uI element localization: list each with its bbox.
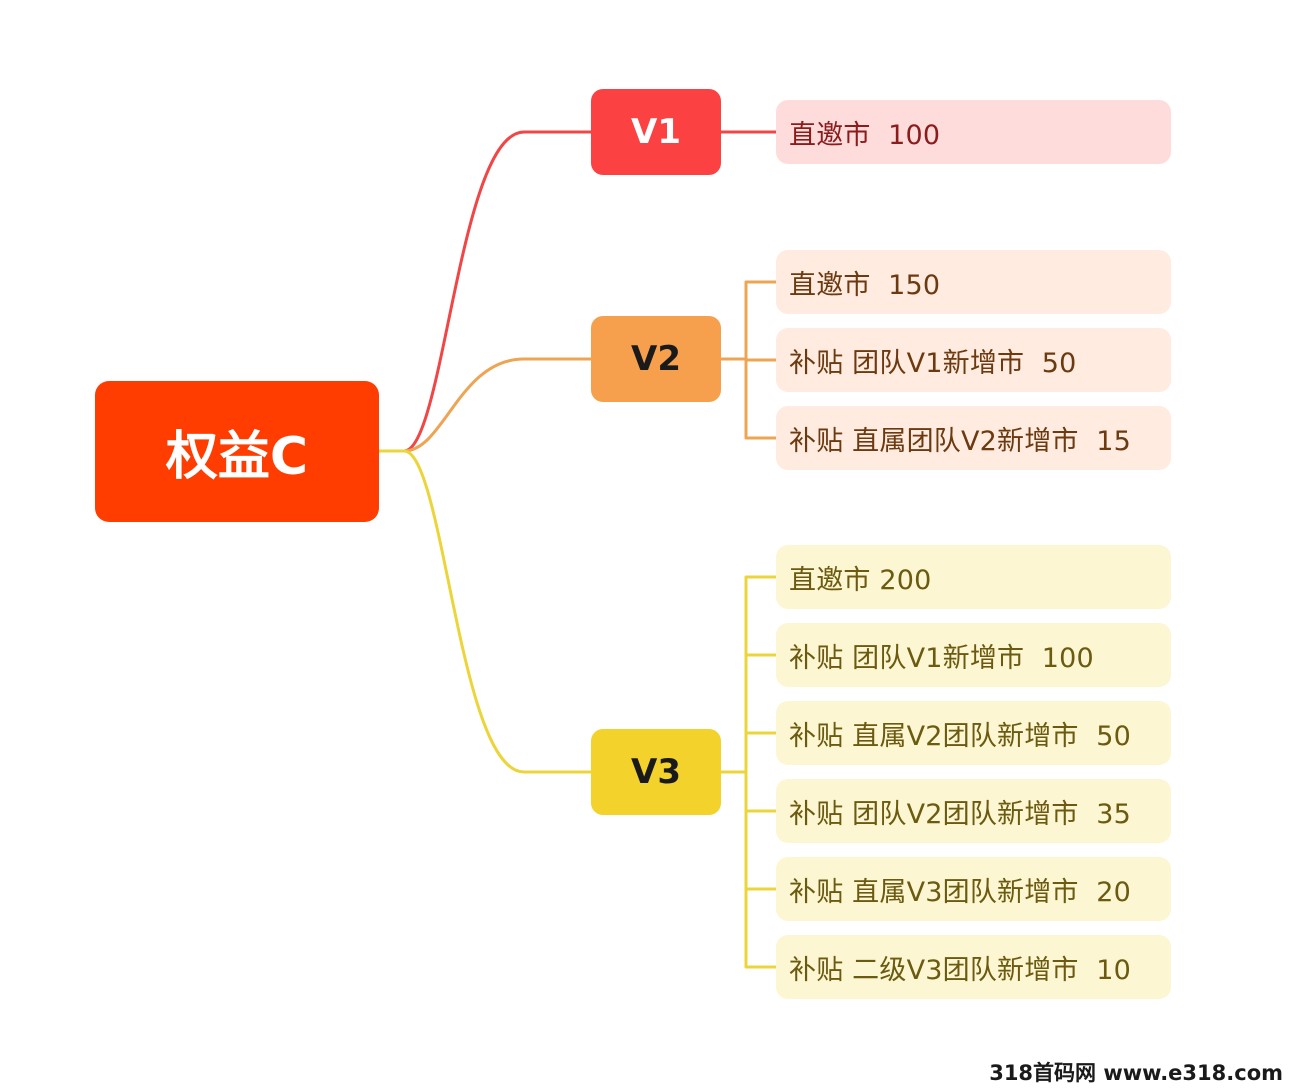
leaf-label: 补贴 直属V3团队新增市 20 — [789, 876, 1131, 908]
leaf-node[interactable]: 补贴 团队V2团队新增市 35 — [776, 779, 1171, 843]
leaf-label: 补贴 团队V1新增市 50 — [789, 347, 1077, 379]
connector-branch-leaf — [744, 357, 778, 440]
leaf-label: 直邀市 100 — [789, 119, 941, 151]
watermark: 318首码网 www.e318.com — [989, 1061, 1283, 1085]
connector-branch-leaf — [744, 770, 778, 891]
root-label: 权益C — [165, 427, 309, 487]
branch-label: V3 — [631, 752, 681, 792]
leaf-node[interactable]: 补贴 团队V1新增市 100 — [776, 623, 1171, 687]
root-node[interactable]: 权益C — [95, 381, 379, 522]
connector-branch-leaf — [744, 731, 778, 774]
branch-node-v2[interactable]: V2 — [591, 316, 721, 402]
leaf-label: 补贴 团队V1新增市 100 — [789, 642, 1094, 674]
connector-branch-leaf — [744, 357, 778, 362]
connector-root-branch — [377, 130, 593, 453]
leaf-label: 补贴 二级V3团队新增市 10 — [789, 954, 1131, 986]
connector-root-branch — [377, 449, 593, 774]
leaf-node[interactable]: 补贴 直属团队V2新增市 15 — [776, 406, 1171, 470]
branch-label: V1 — [631, 112, 681, 152]
connector-branch-leaf — [744, 770, 778, 969]
leaf-node[interactable]: 直邀市 200 — [776, 545, 1171, 609]
branch-node-v1[interactable]: V1 — [591, 89, 721, 175]
leaf-node[interactable]: 补贴 直属V2团队新增市 50 — [776, 701, 1171, 765]
leaf-node[interactable]: 直邀市 150 — [776, 250, 1171, 314]
leaf-node[interactable]: 补贴 二级V3团队新增市 10 — [776, 935, 1171, 999]
leaf-node[interactable]: 直邀市 100 — [776, 100, 1171, 164]
leaf-label: 直邀市 200 — [789, 564, 932, 596]
branch-label: V2 — [631, 339, 681, 379]
connector-root-branch — [377, 357, 593, 453]
leaf-node[interactable]: 补贴 团队V1新增市 50 — [776, 328, 1171, 392]
leaf-node[interactable]: 补贴 直属V3团队新增市 20 — [776, 857, 1171, 921]
leaf-label: 直邀市 150 — [789, 269, 941, 301]
connector-branch-leaf — [744, 280, 778, 361]
branch-node-v3[interactable]: V3 — [591, 729, 721, 815]
connector-branch-leaf — [744, 770, 778, 813]
leaf-label: 补贴 直属V2团队新增市 50 — [789, 720, 1131, 752]
leaf-label: 补贴 直属团队V2新增市 15 — [789, 425, 1131, 457]
connector-branch-leaf — [744, 575, 778, 774]
leaf-label: 补贴 团队V2团队新增市 35 — [789, 798, 1131, 830]
connector-branch-leaf — [744, 653, 778, 774]
